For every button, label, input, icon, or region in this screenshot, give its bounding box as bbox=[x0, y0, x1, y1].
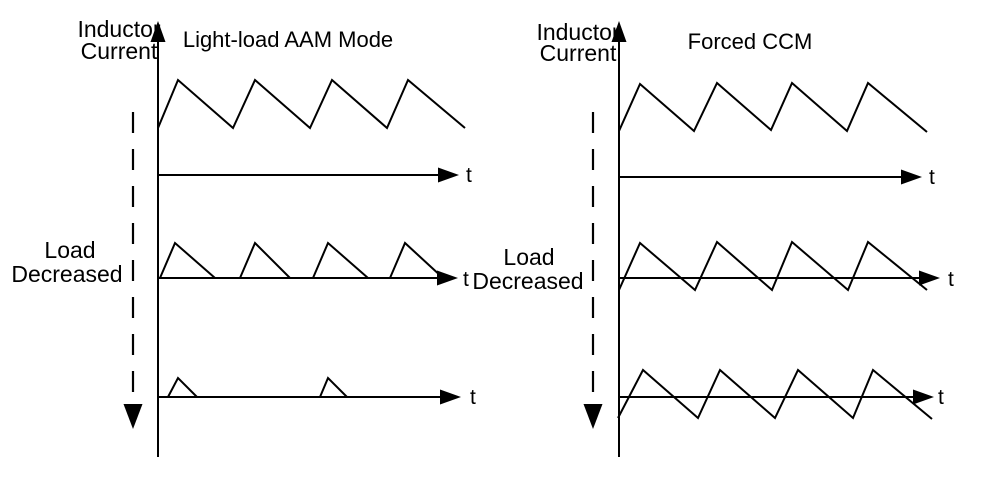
right-panel-title: Forced CCM bbox=[688, 29, 813, 54]
right-load-label-line1: Load bbox=[503, 244, 554, 270]
left-panel-title: Light-load AAM Mode bbox=[183, 27, 393, 52]
right-time-axis-bottom-arrowhead-icon bbox=[913, 389, 934, 405]
ccm-waveform-light-load bbox=[618, 240, 928, 292]
left-panel: Inductor Current Light-load AAM Mode Loa… bbox=[11, 16, 476, 457]
ccm-waveform-lighter-load bbox=[617, 368, 933, 420]
left-t-label-top: t bbox=[466, 164, 472, 187]
left-time-axis-top-arrowhead-icon bbox=[438, 167, 459, 183]
right-load-label-line2: Decreased bbox=[472, 268, 583, 294]
left-time-axis-bottom-arrowhead-icon bbox=[440, 389, 461, 405]
left-load-decrease-arrowhead-icon bbox=[123, 404, 143, 429]
ccm-waveform-heavy-load bbox=[618, 81, 928, 133]
right-y-axis-label-line1: Inductor bbox=[536, 19, 619, 45]
right-load-decrease-arrowhead-icon bbox=[583, 404, 603, 429]
left-y-axis-label-line2: Current bbox=[81, 38, 158, 64]
left-current-axis-arrowhead-icon bbox=[150, 21, 166, 42]
left-load-label-line1: Load bbox=[44, 237, 95, 263]
right-time-axis-top-arrowhead-icon bbox=[901, 169, 922, 185]
right-current-axis-arrowhead-icon bbox=[611, 21, 627, 42]
aam-waveform-light-load-dcm bbox=[159, 241, 444, 279]
aam-waveform-pulse-skipping bbox=[167, 376, 348, 398]
right-t-label-bottom: t bbox=[938, 386, 944, 409]
left-time-axis-middle-arrowhead-icon bbox=[437, 270, 458, 286]
left-load-label-line2: Decreased bbox=[11, 261, 122, 287]
left-y-axis-label-line1: Inductor bbox=[77, 16, 160, 42]
left-t-label-middle: t bbox=[463, 268, 469, 291]
aam-waveform-heavy-load bbox=[157, 78, 466, 130]
right-time-axis-middle-arrowhead-icon bbox=[919, 270, 940, 286]
right-t-label-top: t bbox=[929, 166, 935, 189]
right-t-label-middle: t bbox=[948, 268, 954, 291]
left-t-label-bottom: t bbox=[470, 386, 476, 409]
right-panel: Inductor Current Forced CCM Load Decreas… bbox=[472, 19, 954, 457]
right-y-axis-label-line2: Current bbox=[540, 40, 617, 66]
